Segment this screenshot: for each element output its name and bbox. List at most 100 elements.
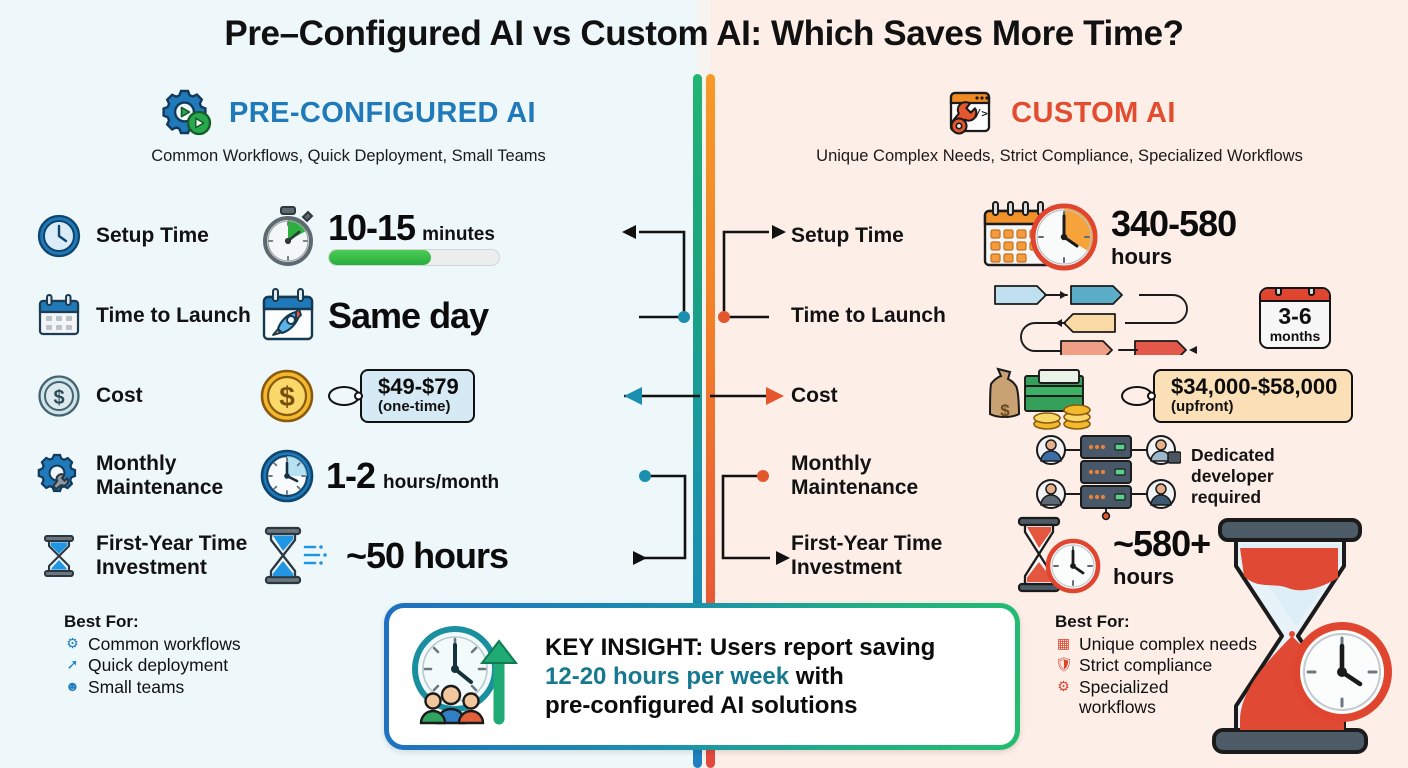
gear-wrench-icon (36, 453, 82, 499)
metric-label: Setup Time (791, 223, 904, 247)
left-metric-rows: Setup Time (0, 196, 697, 596)
calendar-ring-right-icon (1308, 288, 1315, 296)
best-for-item-label: Unique complex needs (1079, 634, 1258, 654)
divider-bar-left (693, 74, 702, 768)
tag-hole-icon (354, 391, 363, 401)
hourglass-motion-icon (258, 525, 336, 587)
best-for-item-label: Quick deployment (88, 655, 229, 676)
metric-value-time-to-launch-right: 3-6 months (993, 277, 1331, 355)
metric-label: Setup Time (96, 223, 209, 247)
tag-hole-icon (1147, 391, 1156, 401)
metric-label: Monthly Maintenance (791, 451, 919, 499)
metric-label: Cost (791, 383, 838, 407)
metric-row-time-to-launch-right: Time to Launch (711, 276, 1408, 356)
shield-bullet-icon: 🛡 (1055, 656, 1073, 673)
metric-value-setup-time-left: 10-15 minutes (258, 205, 500, 267)
key-insight-line2-suffix: with (789, 662, 844, 690)
left-best-for: Best For: ⚙ Common workflows ➚ Quick dep… (64, 612, 241, 697)
best-for-title: Best For: (64, 612, 139, 631)
page-title: Pre–Configured AI vs Custom AI: Which Sa… (224, 14, 1184, 53)
metric-value-number: ~50 hours (346, 535, 509, 576)
metric-label: First-Year Time Investment (791, 531, 943, 579)
best-for-title: Best For: (1055, 612, 1130, 631)
divider-bar-right (706, 74, 715, 768)
code-window-wrench-icon: </> (943, 88, 997, 138)
best-for-item: ⚙ Specialized workflows (1055, 677, 1225, 718)
stopwatch-icon (258, 205, 318, 267)
metric-value-unit: hours (1111, 244, 1173, 270)
metric-label: First-Year Time Investment (96, 531, 248, 579)
team-server-icon (1033, 430, 1181, 522)
metric-label: Time to Launch (96, 303, 251, 327)
metric-row-setup-time-right: Setup Time (711, 196, 1408, 276)
svg-text:$: $ (1000, 401, 1010, 420)
metric-value-monthly-maintenance-right: Dedicated developer required (1033, 430, 1311, 522)
metric-value-first-year-right: ~580+ hours (1011, 514, 1211, 598)
metric-row-first-year-left: First-Year Time Investment (0, 516, 697, 596)
svg-text:$: $ (53, 387, 64, 409)
metric-value-cost-right: $ (981, 360, 1354, 432)
cost-tag-left: $49-$79 (one-time) (328, 369, 475, 423)
metric-value-setup-time-right: 340-580 hours (981, 199, 1237, 273)
right-subheading: Unique Complex Needs, Strict Compliance,… (816, 147, 1303, 165)
rocket-bullet-icon: ➚ (66, 656, 79, 673)
metric-row-monthly-maintenance-right: Monthly Maintenance (711, 435, 1408, 521)
team-bullet-icon: ☻ (65, 677, 80, 694)
best-for-item: ☻ Small teams (64, 677, 241, 697)
dollar-coin-icon: $ (36, 373, 82, 419)
metric-value-number: 1-2 (326, 455, 376, 496)
workflow-arrows-icon (993, 277, 1243, 355)
setup-time-progress-bar (328, 248, 500, 266)
cost-tag-note: (upfront) (1171, 398, 1234, 416)
metric-value-cost-left: $ $49-$79 (one-time) (258, 367, 475, 425)
cost-tag-amount: $49-$79 (378, 374, 459, 400)
metric-value-monthly-maintenance-left: 1-2 hours/month (258, 447, 499, 505)
cog-bullet-icon: ⚙ (1057, 677, 1070, 694)
money-stack-icon: $ (981, 360, 1111, 432)
left-section-header: PRE-CONFIGURED AI Common Workflows, Quic… (0, 88, 697, 166)
right-best-for: Best For: ▦ Unique complex needs 🛡 Stric… (1055, 612, 1257, 718)
key-insight-highlight: 12-20 hours per week (545, 662, 790, 690)
metric-value-time-to-launch-left: Same day (258, 285, 489, 347)
best-for-item-label: Strict compliance (1079, 655, 1213, 676)
best-for-item-label: Common workflows (88, 634, 241, 654)
badge-unit: months (1269, 328, 1321, 345)
badge-value: 3-6 (1278, 302, 1312, 329)
left-heading: PRE-CONFIGURED AI (228, 96, 536, 129)
large-hourglass-icon (1192, 516, 1392, 766)
left-subheading: Common Workflows, Quick Deployment, Smal… (151, 147, 546, 165)
gold-coin-icon: $ (258, 367, 316, 425)
gear-play-icon (161, 88, 215, 138)
cost-tag-note: (one-time) (378, 398, 451, 416)
best-for-item-label: Small teams (88, 676, 185, 697)
calendar-ring-left-icon (1275, 288, 1282, 296)
right-section-header: </> CUSTOM AI Unique Complex Needs, Stri… (711, 88, 1408, 166)
metric-value-unit: hours/month (383, 472, 500, 493)
metric-label: Monthly Maintenance (96, 451, 224, 499)
cost-tag-right: $34,000-$58,000 (upfront) (1121, 369, 1354, 423)
best-for-item: ⚙ Common workflows (64, 634, 241, 654)
best-for-item: ▦ Unique complex needs (1055, 634, 1257, 654)
metric-value-first-year-left: ~50 hours (258, 525, 509, 587)
time-to-launch-badge-right: 3-6 months (1259, 286, 1331, 350)
hourglass-icon (36, 533, 82, 579)
metric-row-time-to-launch-left: Time to Launch Same day (0, 276, 697, 356)
calendar-icon (36, 293, 82, 339)
blocks-bullet-icon: ▦ (1056, 635, 1071, 651)
key-insight-text: KEY INSIGHT: Users report saving 12-20 h… (545, 633, 935, 721)
metric-value-number: Same day (328, 295, 489, 336)
metric-row-cost-left: $ Cost $ $49-$79 (one-time) (0, 356, 697, 436)
metric-value-unit: minutes (422, 223, 495, 245)
metric-value-unit: hours (1113, 564, 1175, 590)
clock-people-growth-icon (403, 619, 531, 735)
calendar-clock-icon (981, 199, 1101, 273)
metric-label: Time to Launch (791, 303, 946, 327)
calendar-rocket-icon (258, 285, 318, 347)
right-heading: CUSTOM AI (1011, 96, 1176, 129)
metric-row-first-year-right: First-Year Time Investment (711, 516, 1408, 596)
right-metric-rows: Setup Time (711, 196, 1408, 596)
best-for-item: 🛡 Strict compliance (1055, 655, 1257, 675)
metric-value-number: 340-580 (1111, 203, 1237, 245)
metric-row-setup-time-left: Setup Time (0, 196, 697, 276)
